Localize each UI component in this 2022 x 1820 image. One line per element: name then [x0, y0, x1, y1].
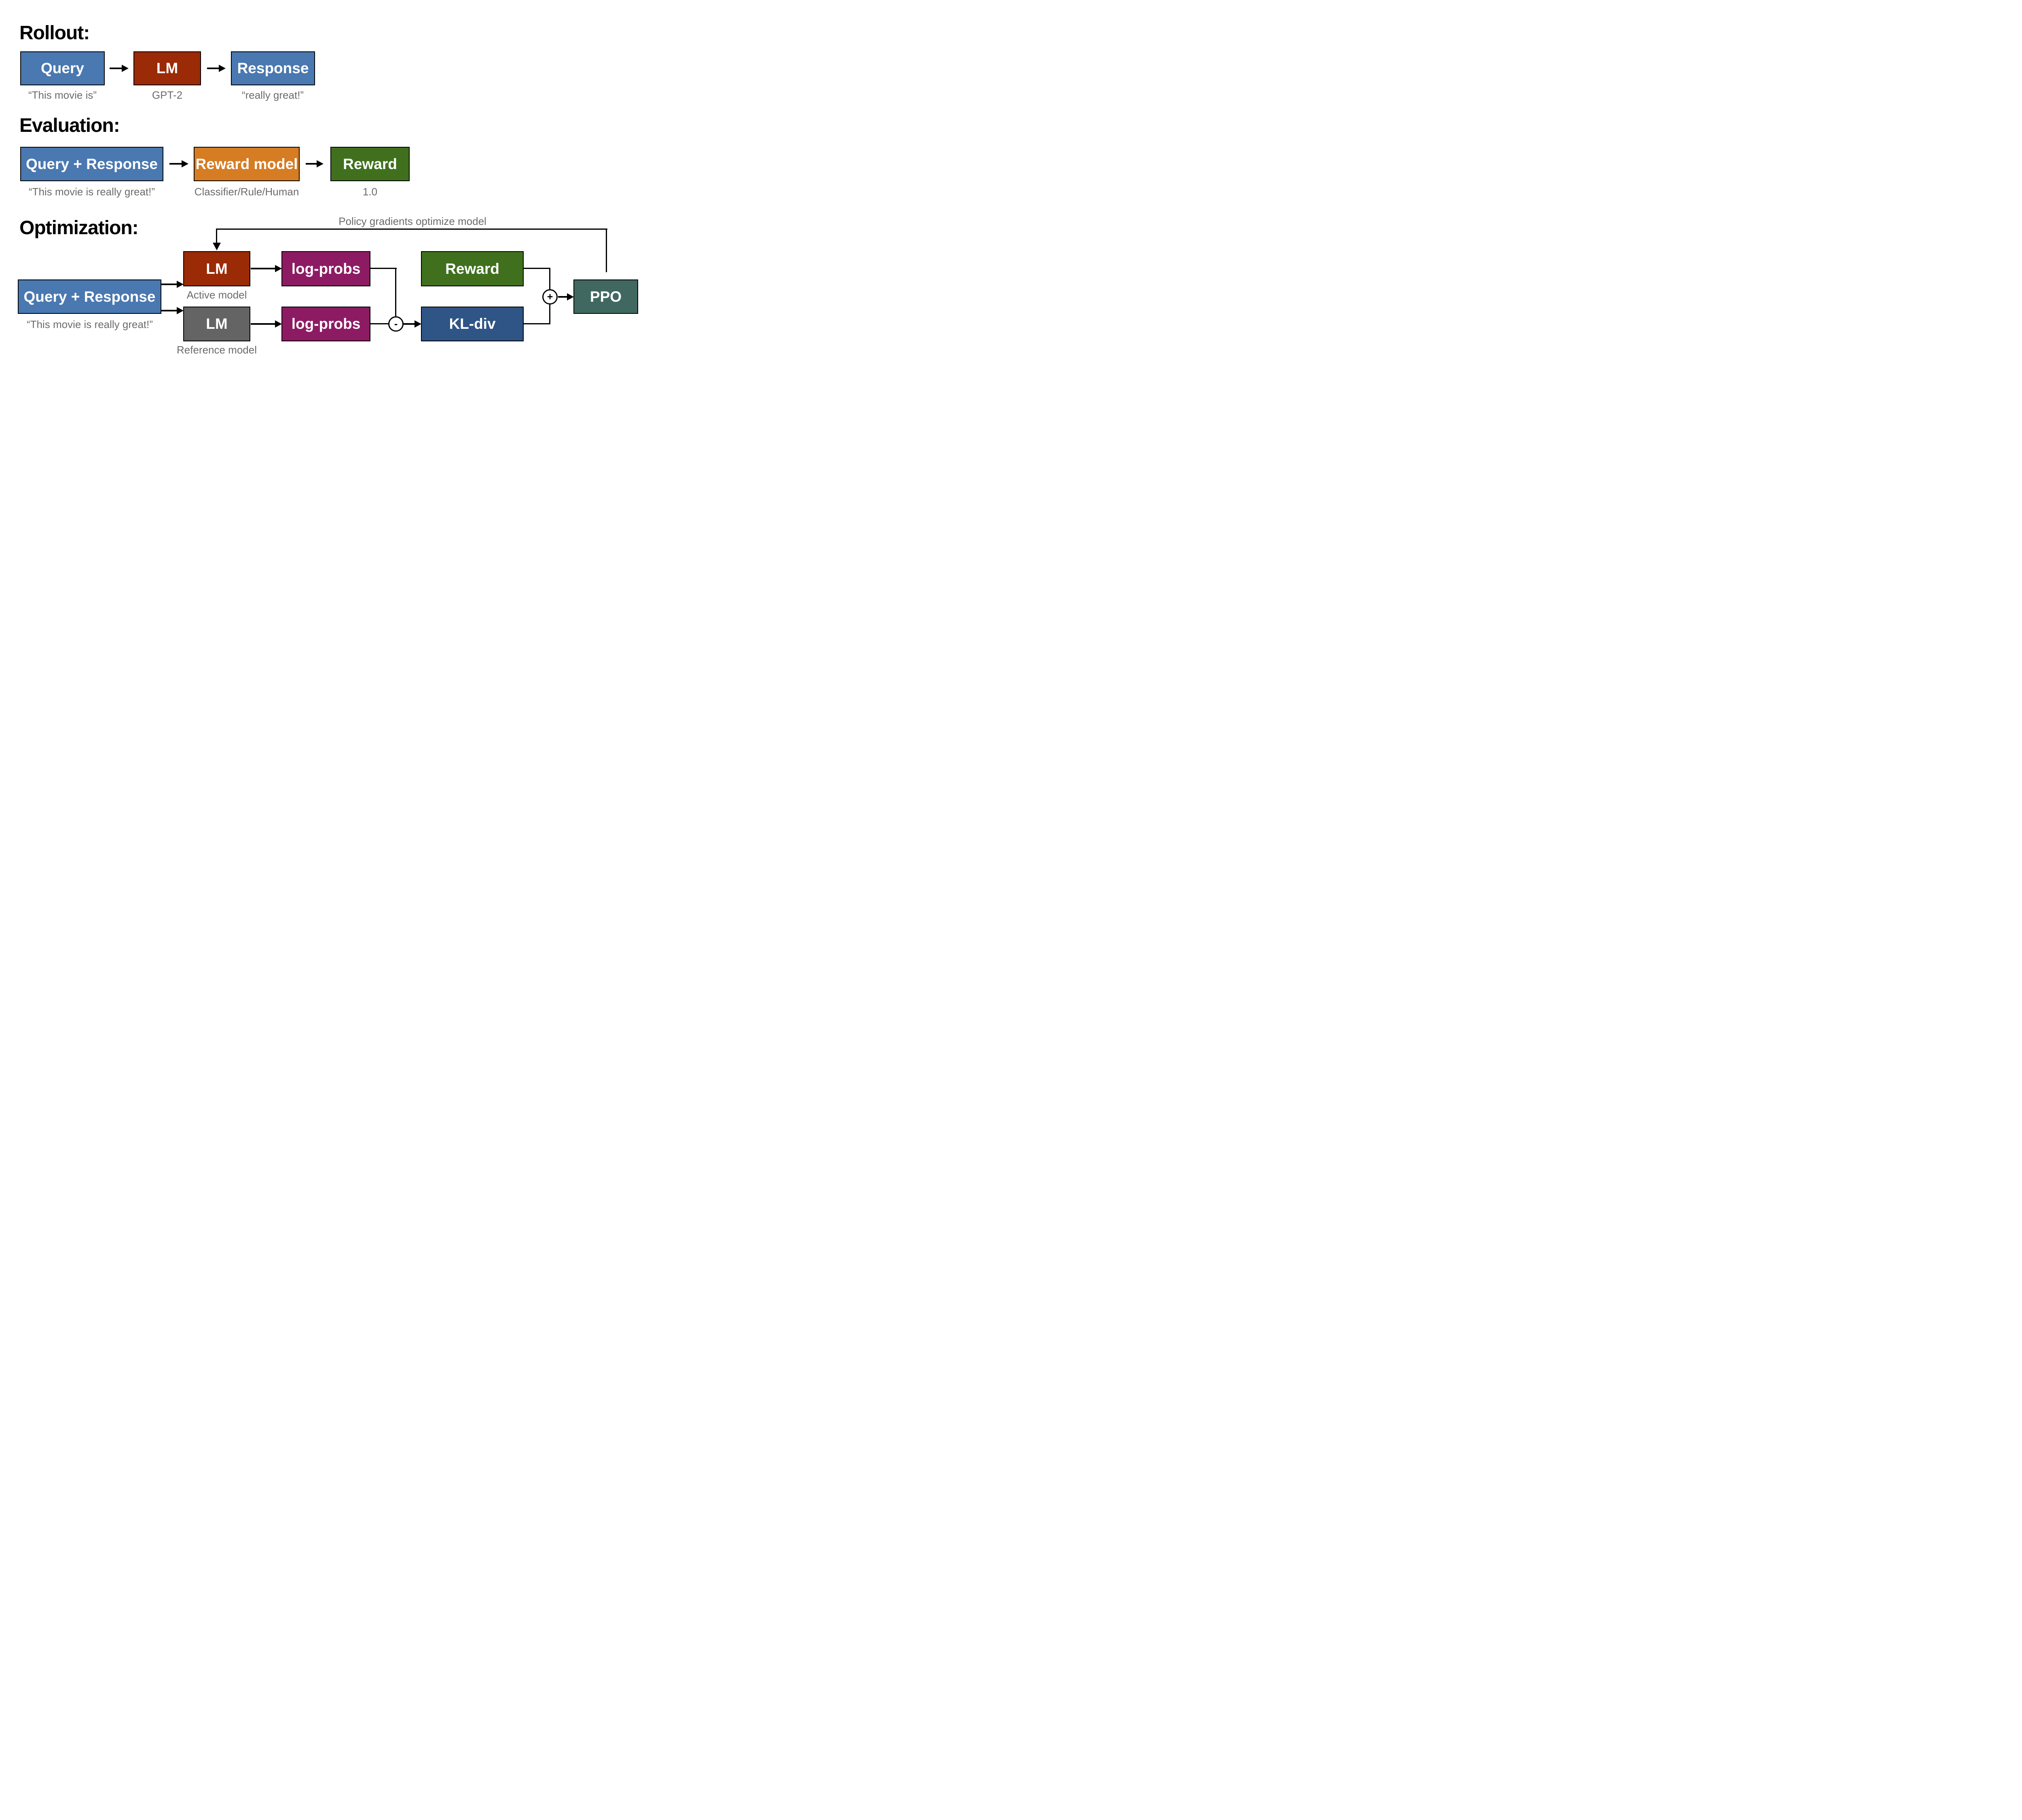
- evaluation-reward-model-box: Reward model: [194, 147, 300, 181]
- arrowhead-qr-to-reference-lm: [177, 307, 184, 314]
- optimization-reward-box: Reward: [421, 251, 524, 286]
- optimization-qr-caption: “This movie is really great!”: [26, 318, 153, 330]
- connector-kl-div-vertical: [549, 305, 550, 324]
- arrowhead-minus-to-kl-div: [415, 320, 421, 328]
- active-lm-box: LM: [183, 251, 250, 286]
- evaluation-query-response-label: Query + Response: [26, 155, 158, 172]
- connector-active-logprobs-vertical: [395, 268, 396, 316]
- arrow-qr-to-reward-model: [169, 163, 182, 165]
- arrow-minus-to-kl-div: [404, 323, 415, 325]
- arrow-qr-to-reference-lm: [161, 310, 177, 311]
- optimization-reward-label: Reward: [445, 260, 499, 277]
- reference-logprobs-label: log-probs: [291, 315, 361, 332]
- arrow-reward-model-to-reward: [306, 163, 317, 165]
- reference-logprobs-box: log-probs: [281, 307, 370, 341]
- ppo-box: PPO: [573, 279, 638, 314]
- evaluation-qr-caption: “This movie is really great!”: [28, 186, 155, 198]
- minus-operator-label: -: [394, 318, 398, 330]
- connector-active-logprobs-horizontal: [370, 268, 397, 269]
- active-model-caption: Active model: [186, 289, 247, 301]
- feedback-line-riser-from-ppo: [606, 229, 607, 272]
- rollout-lm-box: LM: [133, 51, 201, 85]
- arrowhead-feedback-into-active-lm: [213, 243, 221, 250]
- policy-gradients-label: Policy gradients optimize model: [338, 215, 486, 227]
- minus-operator-circle: -: [388, 316, 404, 332]
- rollout-query-label: Query: [41, 60, 84, 76]
- feedback-line-horizontal: [216, 229, 607, 230]
- rollout-lm-label: LM: [156, 60, 178, 76]
- arrowhead-query-to-lm: [122, 65, 129, 72]
- arrowhead-reward-model-to-reward: [317, 160, 324, 167]
- kl-div-box: KL-div: [421, 307, 524, 341]
- rollout-response-box: Response: [231, 51, 315, 85]
- reference-lm-label: LM: [206, 315, 228, 332]
- rollout-response-label: Response: [237, 60, 309, 76]
- reference-model-caption: Reference model: [177, 344, 257, 356]
- rollout-response-caption: “really great!”: [241, 89, 304, 101]
- active-logprobs-box: log-probs: [281, 251, 370, 286]
- evaluation-reward-caption: 1.0: [362, 186, 378, 198]
- evaluation-reward-box: Reward: [330, 147, 410, 181]
- rollout-query-box: Query: [20, 51, 105, 85]
- arrow-reference-lm-to-logprobs: [251, 323, 275, 325]
- arrowhead-qr-to-active-lm: [177, 281, 184, 288]
- evaluation-reward-model-caption: Classifier/Rule/Human: [194, 186, 299, 198]
- arrowhead-qr-to-reward-model: [182, 160, 188, 167]
- arrow-active-lm-to-logprobs: [251, 268, 275, 269]
- plus-operator-label: +: [547, 291, 553, 303]
- arrow-lm-to-response: [207, 68, 219, 69]
- evaluation-query-response-box: Query + Response: [20, 147, 163, 181]
- ppo-label: PPO: [590, 288, 622, 305]
- rollout-lm-caption: GPT-2: [152, 89, 183, 101]
- reference-lm-box: LM: [183, 307, 250, 341]
- feedback-line-drop: [216, 229, 217, 243]
- arrow-query-to-lm: [110, 68, 122, 69]
- optimization-section-title: Optimization:: [19, 217, 139, 239]
- arrow-plus-to-ppo: [558, 296, 567, 298]
- rollout-section-title: Rollout:: [19, 22, 90, 44]
- arrowhead-active-lm-to-logprobs: [275, 265, 282, 272]
- optimization-query-response-box: Query + Response: [18, 279, 161, 314]
- arrowhead-reference-lm-to-logprobs: [275, 320, 282, 328]
- active-lm-label: LM: [206, 260, 228, 277]
- connector-reference-logprobs-horizontal: [370, 323, 388, 324]
- optimization-query-response-label: Query + Response: [23, 288, 156, 305]
- active-logprobs-label: log-probs: [291, 260, 361, 277]
- rollout-query-caption: “This movie is”: [28, 89, 97, 101]
- evaluation-section-title: Evaluation:: [19, 115, 120, 136]
- connector-reward-vertical: [549, 268, 550, 290]
- connector-kl-div-horizontal: [524, 323, 550, 324]
- evaluation-reward-label: Reward: [343, 155, 397, 172]
- rlhf-flow-diagram: Rollout: Query LM Response “This movie i…: [0, 0, 647, 364]
- connector-reward-horizontal: [524, 268, 550, 269]
- arrowhead-lm-to-response: [219, 65, 226, 72]
- plus-operator-circle: +: [542, 289, 558, 305]
- evaluation-reward-model-label: Reward model: [195, 155, 298, 172]
- arrow-qr-to-active-lm: [161, 284, 177, 285]
- arrowhead-plus-to-ppo: [567, 293, 574, 301]
- kl-div-label: KL-div: [449, 315, 496, 332]
